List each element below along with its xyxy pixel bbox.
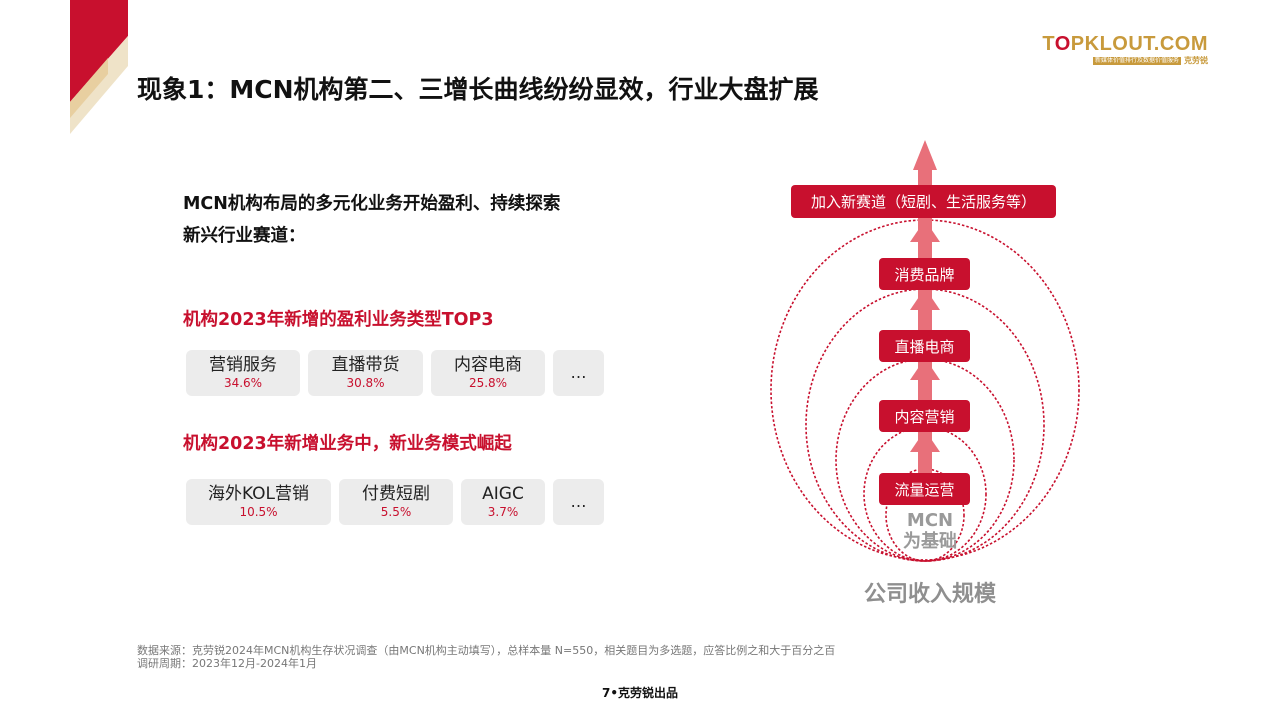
business-name: 付费短剧 [362,484,430,504]
business-card: 直播带货 30.8% [308,350,423,396]
logo-cn-name: 克劳锐 [1184,56,1208,65]
stage-content-marketing: 内容营销 [879,400,970,432]
business-percent: 3.7% [487,505,519,519]
stage-new-tracks: 加入新赛道（短剧、生活服务等） [791,185,1056,218]
page-number: 7•克劳锐出品 [601,686,679,700]
intro-line-1: MCN机构布局的多元化业务开始盈利、持续探索 [183,194,561,214]
business-name: 内容电商 [454,355,522,375]
logo-tagline: 新媒体价值排行及数据价值服务 [1092,57,1181,65]
business-name: 直播带货 [331,355,400,375]
business-card: 营销服务 34.6% [186,350,300,396]
business-name: 海外KOL营销 [207,484,310,504]
ring-2 [863,426,987,562]
business-card: AIGC 3.7% [461,479,545,525]
mcn-base-label: MCN 为基础 [903,510,957,552]
ring-5 [770,219,1080,561]
logo-brand: TOPKLOUT.COM [1042,33,1208,55]
more-card: … [553,350,604,396]
more-card: … [553,479,604,525]
revenue-scale-label: 公司收入规模 [863,582,996,607]
section2-heading: 机构2023年新增业务中，新业务模式崛起 [183,434,512,454]
intro-line-2: 新兴行业赛道： [183,226,306,246]
business-percent: 30.8% [346,376,385,390]
business-card: 海外KOL营销 10.5% [186,479,331,525]
business-percent: 34.6% [223,376,263,390]
corner-decoration [70,0,128,134]
page-title: 现象1：MCN机构第二、三增长曲线纷纷显效，行业大盘扩展 [137,75,819,104]
topklout-logo: TOPKLOUT.COM 新媒体价值排行及数据价值服务 克劳锐 [1042,34,1208,65]
business-card: 付费短剧 5.5% [339,479,453,525]
growth-diagram: 加入新赛道（短剧、生活服务等） 消费品牌 直播电商 内容营销 流量运营 MCN … [760,130,1100,610]
section2-cards: 海外KOL营销 10.5% 付费短剧 5.5% AIGC 3.7% … [186,479,604,525]
business-card: 内容电商 25.8% [431,350,545,396]
stage-traffic-operation: 流量运营 [879,473,970,505]
section1-cards: 营销服务 34.6% 直播带货 30.8% 内容电商 25.8% … [186,350,604,396]
more-ellipsis: … [570,363,587,382]
more-ellipsis: … [570,492,587,511]
business-name: 营销服务 [209,355,277,375]
stage-live-commerce: 直播电商 [879,330,970,362]
data-source-note: 数据来源：克劳锐2024年MCN机构生存状况调查（由MCN机构主动填写），总样本… [137,644,836,670]
section1-heading: 机构2023年新增的盈利业务类型TOP3 [183,310,494,330]
intro-text: MCN机构布局的多元化业务开始盈利、持续探索 新兴行业赛道： [183,188,560,252]
business-percent: 10.5% [239,505,278,519]
stage-consumer-brand: 消费品牌 [879,258,970,290]
business-name: AIGC [482,484,524,504]
business-percent: 25.8% [468,376,508,390]
business-percent: 5.5% [380,505,412,519]
